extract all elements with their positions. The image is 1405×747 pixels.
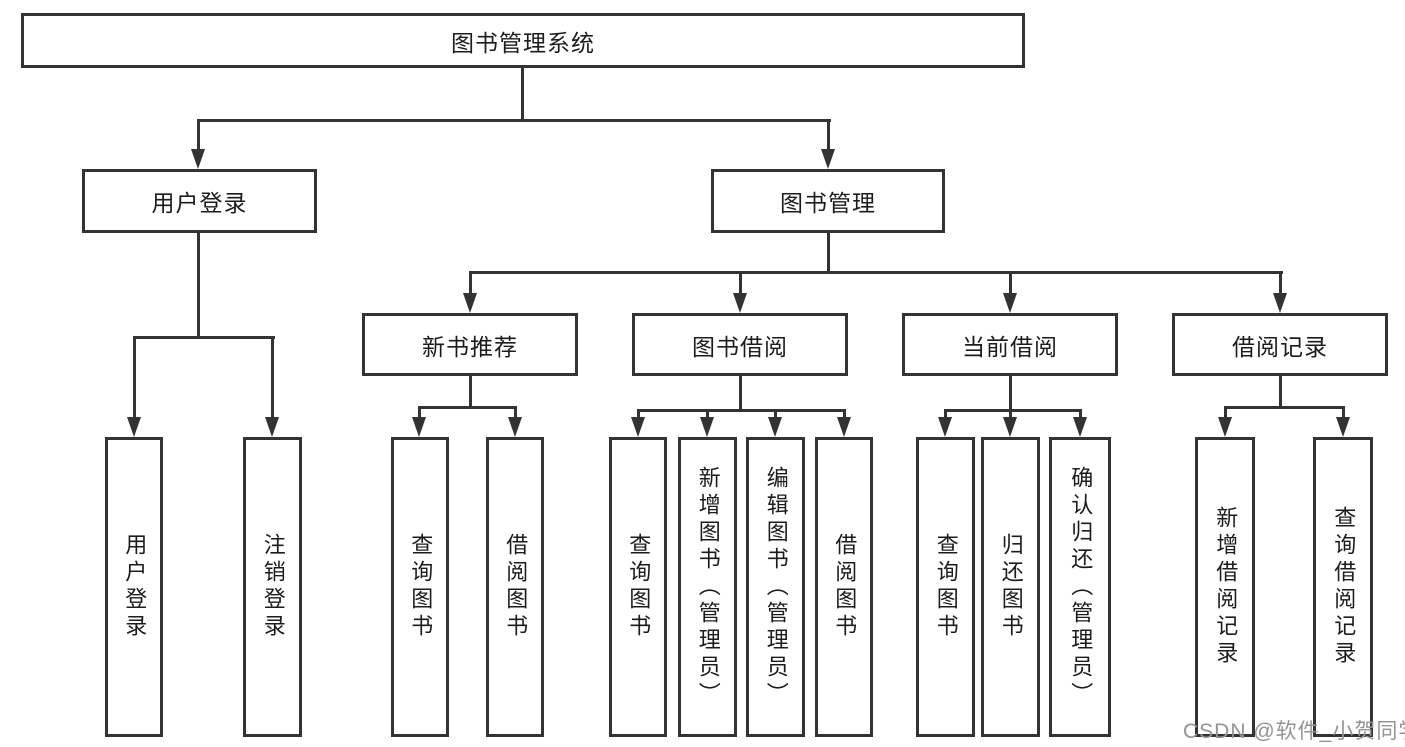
leaf-user-login-label: 用户登录: [122, 533, 148, 641]
edge-user-login-stem: [197, 233, 200, 339]
arrow-down-icon: [733, 293, 747, 313]
arrow-down-icon: [412, 417, 426, 437]
node-borrow-records: 借阅记录: [1172, 313, 1388, 376]
leaf-br-add-record: 新增借阅记录: [1195, 437, 1255, 737]
edge-new-book-rail: [418, 406, 517, 409]
arrow-down-icon: [127, 417, 141, 437]
node-new-book-recommend-label: 新书推荐: [422, 333, 518, 360]
arrow-down-icon: [1273, 293, 1287, 313]
leaf-bb-borrow-books: 借阅图书: [815, 437, 873, 737]
edge-drop-bb-query: [637, 409, 640, 420]
leaf-nb-borrow-books: 借阅图书: [486, 437, 544, 737]
node-user-login-label: 用户登录: [151, 190, 248, 216]
arrow-down-icon: [768, 417, 782, 437]
edge-drop-book-management: [827, 119, 830, 153]
leaf-bb-edit-books-admin-label: 编辑图书（管理员）: [763, 465, 789, 709]
leaf-br-query-record: 查询借阅记录: [1313, 437, 1373, 737]
edge-user-login-rail: [133, 336, 275, 339]
leaf-nb-borrow-books-label: 借阅图书: [503, 533, 529, 641]
edge-drop-bb-borrow: [843, 409, 846, 420]
edge-level2-rail: [197, 119, 831, 122]
node-borrow-records-label: 借阅记录: [1232, 333, 1328, 360]
leaf-cb-query-books: 查询图书: [916, 437, 975, 737]
arrow-down-icon: [191, 149, 205, 169]
leaf-bb-query-books-label: 查询图书: [626, 533, 652, 641]
leaf-user-login: 用户登录: [105, 437, 163, 737]
leaf-bb-add-books-admin: 新增图书（管理员）: [678, 437, 737, 737]
edge-drop-bb-add: [706, 409, 709, 420]
leaf-br-query-record-label: 查询借阅记录: [1331, 506, 1357, 668]
leaf-logout: 注销登录: [243, 437, 302, 737]
edge-new-book-stem: [469, 376, 472, 409]
leaf-cb-query-books-label: 查询图书: [933, 533, 959, 641]
arrow-down-icon: [821, 149, 835, 169]
edge-drop-bb-edit: [774, 409, 777, 420]
edge-drop-leaf-user-login: [133, 336, 136, 420]
edge-drop-br-add: [1224, 406, 1227, 420]
edge-borrow-records-rail: [1224, 406, 1345, 409]
leaf-bb-edit-books-admin: 编辑图书（管理员）: [746, 437, 805, 737]
node-root-label: 图书管理系统: [451, 29, 595, 56]
node-book-management-label: 图书管理: [780, 190, 876, 216]
node-book-borrow-label: 图书借阅: [692, 333, 788, 360]
leaf-cb-confirm-return-admin: 确认归还（管理员）: [1049, 437, 1111, 737]
leaf-logout-label: 注销登录: [260, 533, 286, 641]
arrow-down-icon: [1003, 417, 1017, 437]
edge-drop-br-query: [1342, 406, 1345, 420]
edge-level3-rail: [469, 271, 1283, 274]
edge-drop-cb-query: [944, 409, 947, 420]
node-new-book-recommend: 新书推荐: [362, 313, 578, 376]
watermark: CSDN @软件_小贺同学: [1183, 720, 1405, 743]
edge-drop-nb-query: [418, 406, 421, 420]
arrow-down-icon: [1218, 417, 1232, 437]
edge-drop-borrow-records: [1279, 271, 1282, 296]
edge-borrow-records-stem: [1279, 376, 1282, 409]
edge-drop-leaf-logout: [271, 336, 274, 420]
leaf-nb-query-books-label: 查询图书: [408, 533, 434, 641]
edge-current-borrow-rail: [944, 409, 1082, 412]
edge-book-borrow-stem: [739, 376, 742, 412]
edge-drop-current-borrow: [1009, 271, 1012, 296]
arrow-down-icon: [508, 417, 522, 437]
arrow-down-icon: [631, 417, 645, 437]
node-current-borrow: 当前借阅: [902, 313, 1118, 376]
node-book-management: 图书管理: [711, 169, 945, 233]
leaf-cb-confirm-return-admin-label: 确认归还（管理员）: [1068, 465, 1094, 709]
edge-drop-nb-borrow: [514, 406, 517, 420]
leaf-cb-return-books: 归还图书: [981, 437, 1040, 737]
arrow-down-icon: [700, 417, 714, 437]
arrow-down-icon: [1336, 417, 1350, 437]
node-current-borrow-label: 当前借阅: [962, 333, 1058, 360]
leaf-nb-query-books: 查询图书: [391, 437, 449, 737]
node-book-borrow: 图书借阅: [632, 313, 848, 376]
leaf-br-add-record-label: 新增借阅记录: [1213, 506, 1239, 668]
arrow-down-icon: [938, 417, 952, 437]
edge-drop-user-login: [197, 119, 200, 153]
leaf-cb-return-books-label: 归还图书: [998, 533, 1024, 641]
leaf-bb-add-books-admin-label: 新增图书（管理员）: [695, 465, 721, 709]
edge-root-stem: [521, 68, 524, 122]
edge-book-borrow-rail: [637, 409, 846, 412]
arrow-down-icon: [837, 417, 851, 437]
arrow-down-icon: [463, 293, 477, 313]
edge-drop-book-borrow: [739, 271, 742, 296]
node-root: 图书管理系统: [21, 13, 1025, 68]
arrow-down-icon: [265, 417, 279, 437]
arrow-down-icon: [1073, 417, 1087, 437]
edge-drop-cb-return: [1009, 409, 1012, 420]
leaf-bb-query-books: 查询图书: [609, 437, 667, 737]
edge-current-borrow-stem: [1009, 376, 1012, 412]
leaf-bb-borrow-books-label: 借阅图书: [832, 533, 858, 641]
arrow-down-icon: [1003, 293, 1017, 313]
edge-drop-cb-confirm: [1079, 409, 1082, 420]
node-user-login: 用户登录: [82, 169, 317, 233]
edge-book-management-stem: [827, 233, 830, 274]
edge-drop-new-book: [469, 271, 472, 296]
